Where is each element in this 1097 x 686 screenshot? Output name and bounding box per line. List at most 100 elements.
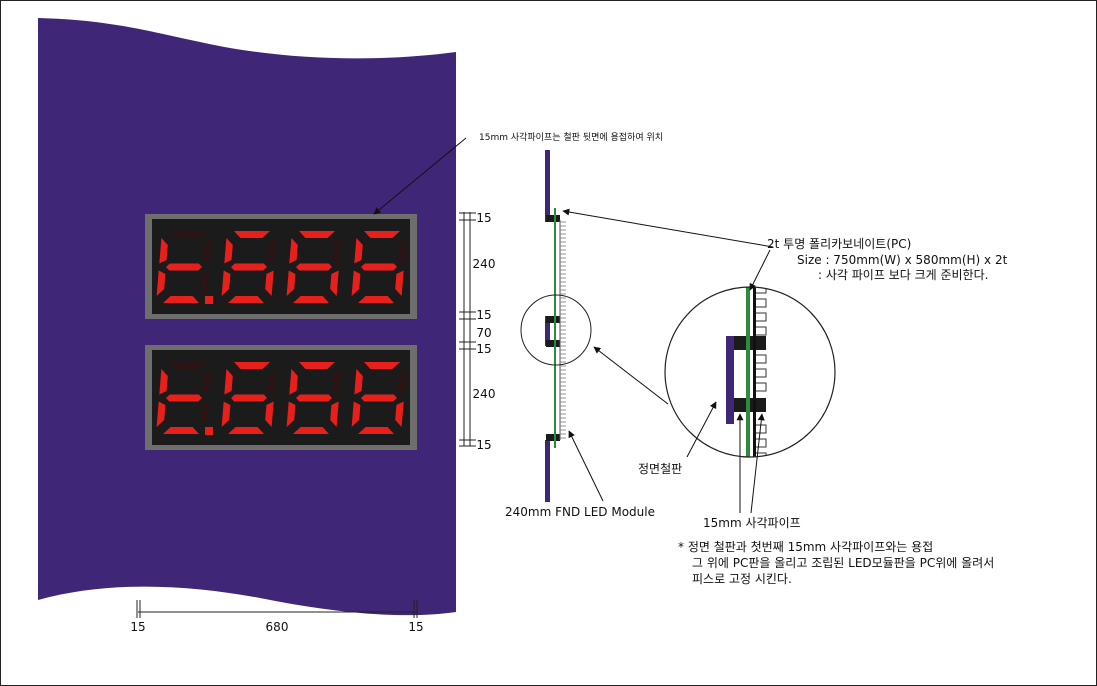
pc-note-label: : 사각 파이프 보다 크게 준비한다. (818, 268, 988, 282)
module-bottom-bar (145, 313, 417, 319)
segment-a (234, 362, 270, 369)
digit-2 (221, 362, 277, 434)
module-label: 240mm FND LED Module (505, 505, 655, 519)
zoom-arrow (593, 346, 669, 405)
segment-b (397, 369, 407, 395)
segment-c (265, 401, 274, 427)
vertical-dim-label: 240 (473, 387, 496, 401)
module-left-bar (145, 214, 154, 319)
vertical-dim-label: 15 (476, 211, 491, 225)
section-pipe-2 (546, 340, 560, 347)
segment-d (228, 296, 264, 303)
pc-arrow-to-detail (749, 249, 771, 291)
segment-c (395, 270, 404, 296)
segment-e (286, 270, 296, 296)
segment-f (289, 238, 298, 264)
section-plate-bottom (545, 440, 550, 502)
segment-g (296, 263, 332, 271)
section-plate-mid (545, 316, 550, 346)
segment-d (293, 296, 329, 303)
front-plate-arrow (686, 401, 717, 458)
segment-b (267, 238, 277, 264)
module-left-bar (145, 345, 154, 450)
pipe-note-arrow (373, 137, 467, 215)
segment-e (156, 401, 166, 427)
segment-a (234, 231, 270, 238)
segment-g (166, 394, 202, 402)
segment-b (332, 238, 342, 264)
vertical-dim-label: 15 (476, 308, 491, 322)
horizontal-dim-label: 15 (408, 620, 423, 634)
segment-f (354, 238, 363, 264)
segment-e (156, 270, 166, 296)
note-line-2: 그 위에 PC판을 올리고 조립된 LED모듈판을 PC위에 올려서 (692, 556, 994, 570)
segment-g (231, 263, 267, 271)
segment-c (200, 401, 209, 427)
segment-g (361, 394, 397, 402)
digit-4 (351, 231, 407, 303)
vertical-dim-label: 15 (476, 438, 491, 452)
segment-e (286, 401, 296, 427)
segment-d (163, 427, 199, 434)
side-section-view (520, 150, 774, 502)
horizontal-dim-label: 15 (130, 620, 145, 634)
pc-size-label: Size : 750mm(W) x 580mm(H) x 2t (797, 253, 1008, 267)
segment-c (330, 270, 339, 296)
digit-1 (156, 362, 213, 435)
segment-g (361, 263, 397, 271)
segment-d (163, 296, 199, 303)
module-bottom-bar (145, 444, 417, 450)
segment-e (351, 270, 361, 296)
vertical-dim-label: 240 (473, 257, 496, 271)
digit-2 (221, 231, 277, 303)
detail-module-tooth (756, 312, 767, 322)
segment-f (159, 238, 168, 264)
section-pipe-1 (546, 316, 560, 323)
segment-b (397, 238, 407, 264)
decimal-point (205, 427, 213, 435)
detail-module-board (753, 287, 756, 457)
segment-c (200, 270, 209, 296)
segment-g (231, 394, 267, 402)
pipe-note-label: 15mm 사각파이프는 철판 뒷면에 용접하여 위치 (479, 131, 663, 143)
front-plate-label: 정면철판 (638, 462, 682, 476)
segment-d (358, 427, 394, 434)
detail-module-tooth (756, 298, 767, 308)
note-line-1: * 정면 철판과 첫번째 15mm 사각파이프와는 용접 (678, 540, 933, 554)
segment-b (332, 369, 342, 395)
section-highlight-circle (520, 294, 592, 366)
segment-c (330, 401, 339, 427)
pc-arrow-to-section (562, 208, 774, 248)
segment-e (221, 270, 231, 296)
segment-a (169, 231, 205, 238)
digit-3 (286, 362, 342, 434)
detail-contents (726, 287, 767, 457)
detail-circle-view (664, 249, 836, 514)
segment-g (296, 394, 332, 402)
segment-c (395, 401, 404, 427)
segment-d (228, 427, 264, 434)
detail-module-tooth (756, 368, 767, 378)
pc-title-label: 2t 투명 폴리카보네이트(PC) (767, 237, 911, 251)
detail-module-tooth (756, 326, 767, 336)
segment-c (265, 270, 274, 296)
fnd-display-2 (145, 345, 417, 450)
segment-a (364, 231, 400, 238)
section-pipe-3 (546, 434, 560, 441)
module-top-bar (145, 345, 417, 351)
module-right-bar (408, 214, 417, 319)
pipe-arrow-2 (750, 413, 765, 514)
digit-1 (156, 231, 213, 304)
module-top-bar (145, 214, 417, 220)
segment-e (221, 401, 231, 427)
horizontal-dim-label: 680 (266, 620, 289, 634)
vertical-dim-label: 70 (476, 326, 491, 340)
segment-f (289, 369, 298, 395)
digit-4 (351, 362, 407, 434)
detail-module-tooth (756, 287, 767, 294)
segment-f (159, 369, 168, 395)
detail-module-tooth (756, 438, 767, 448)
